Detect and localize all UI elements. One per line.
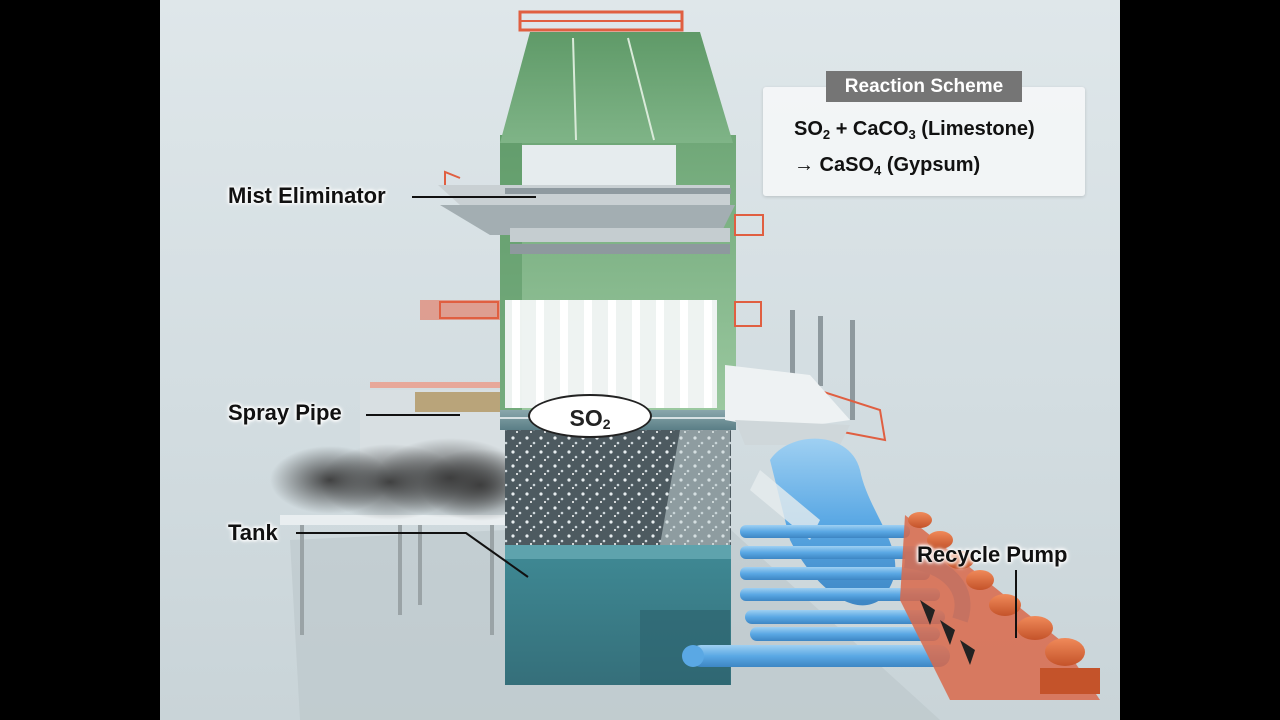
label-mist-eliminator: Mist Eliminator — [228, 183, 386, 208]
tower-railings — [439, 301, 887, 442]
leader-recycle-pump — [1015, 570, 1017, 638]
spray-plumes — [505, 300, 717, 408]
absorber-tower-illustration — [270, 10, 1100, 720]
label-spray-pipe: Spray Pipe — [228, 400, 342, 425]
label-tank: Tank — [228, 520, 278, 545]
absorption-zone — [505, 430, 731, 545]
leader-tank — [296, 532, 529, 578]
reaction-scheme-box — [763, 87, 1085, 196]
leader-mist-eliminator — [412, 196, 536, 198]
flue-gas-smoke — [270, 438, 540, 521]
diagram-stage: Reaction Scheme SO2 + CaCO3 (Limestone) … — [160, 0, 1120, 720]
reaction-equation-line-1: SO2 + CaCO3 (Limestone) — [794, 118, 1035, 142]
reaction-equation-line-2: → CaSO4 (Gypsum) — [794, 154, 981, 178]
outlet-duct — [725, 365, 850, 445]
label-recycle-pump: Recycle Pump — [917, 542, 1068, 567]
tower-roof — [500, 10, 733, 143]
recycle-pumps — [900, 512, 1100, 700]
so2-badge: SO2 — [528, 394, 652, 438]
reaction-scheme-title: Reaction Scheme — [826, 71, 1022, 102]
mist-eliminator-decks — [438, 170, 764, 254]
leader-spray-pipe — [366, 414, 460, 416]
